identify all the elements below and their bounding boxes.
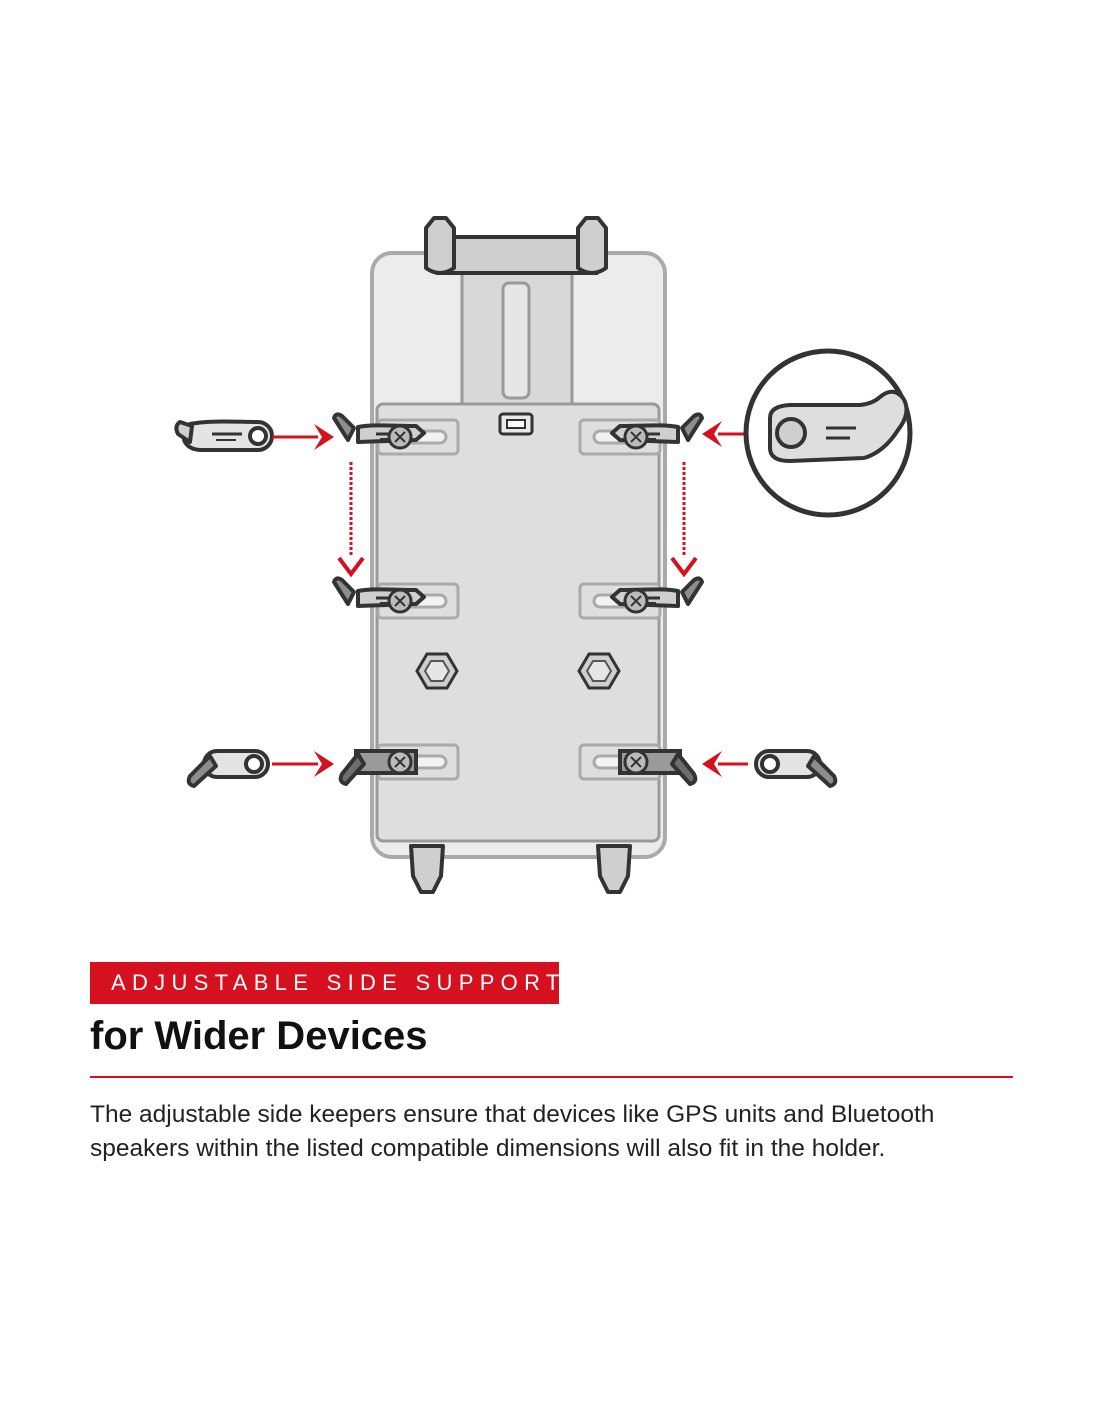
loose-keeper-bottom-right-icon xyxy=(754,749,838,788)
clamp-crossbar xyxy=(436,235,598,275)
loose-keeper-bottom-left-icon xyxy=(186,749,270,788)
section-description: The adjustable side keepers ensure that … xyxy=(90,1101,935,1162)
bottom-left-hook-icon xyxy=(409,844,445,894)
screw-bottom-left xyxy=(387,749,413,775)
loose-keeper-top-left-icon xyxy=(174,419,274,452)
screw-middle-left xyxy=(387,588,413,614)
red-arrow-icon xyxy=(702,751,748,777)
red-arrow-icon xyxy=(337,462,365,578)
screw-bottom-right xyxy=(623,749,649,775)
hex-nut-icon xyxy=(415,652,459,690)
magnified-keeper-icon xyxy=(743,348,913,518)
top-right-hook-icon xyxy=(576,216,608,275)
red-arrow-icon xyxy=(702,421,744,447)
hex-nut-icon xyxy=(577,652,621,690)
screw-top-left xyxy=(387,424,413,450)
top-left-hook-icon xyxy=(424,216,456,275)
holder-diagram xyxy=(174,216,913,894)
red-arrow-icon xyxy=(272,751,334,777)
red-arrow-icon xyxy=(272,424,334,450)
section-tag-label: ADJUSTABLE SIDE SUPPORTS xyxy=(111,970,587,995)
cradle-body xyxy=(375,402,661,843)
section-heading: for Wider Devices xyxy=(90,1014,428,1058)
divider xyxy=(90,1076,1013,1078)
bottom-right-hook-icon xyxy=(596,844,632,894)
screw-middle-right xyxy=(623,588,649,614)
red-arrow-icon xyxy=(670,462,698,578)
clamp-slot xyxy=(501,281,531,400)
section-tag: ADJUSTABLE SIDE SUPPORTS xyxy=(90,962,580,1004)
screw-top-right xyxy=(623,424,649,450)
